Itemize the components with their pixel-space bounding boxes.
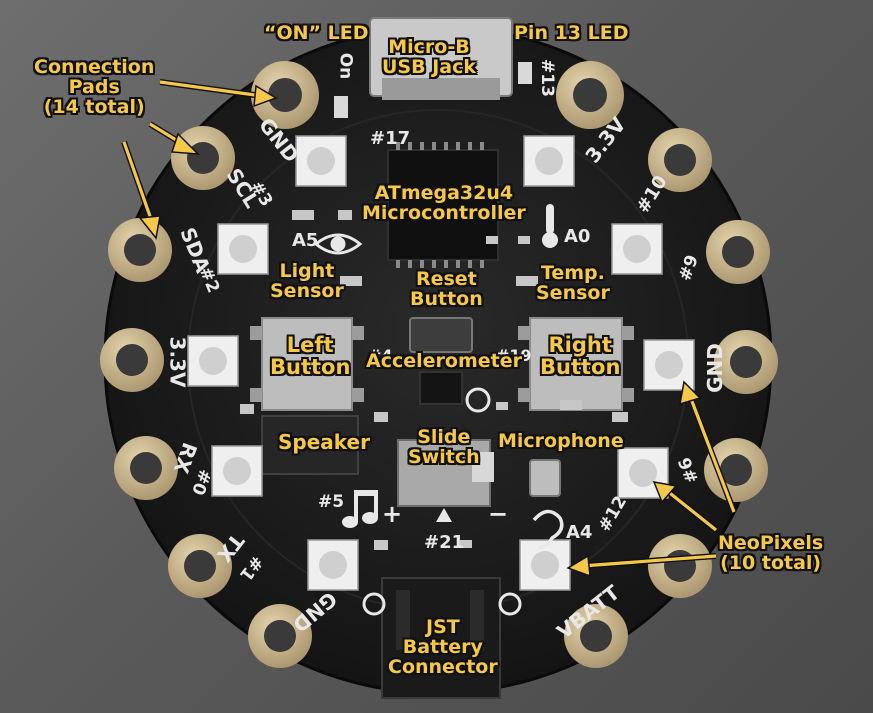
label-pads-line2: Pads: [68, 75, 120, 98]
silk-17: #17: [370, 128, 411, 149]
label-microcontroller: ATmega32u4 Microcontroller: [362, 182, 526, 224]
label-speaker: Speaker: [278, 430, 370, 454]
label-slide-switch: Slide Switch: [408, 426, 480, 468]
label-pads-line1: Connection: [34, 56, 155, 78]
label-slide-line2: Switch: [408, 445, 480, 468]
connection-pads: [100, 61, 778, 668]
slide-switch-part: [397, 439, 494, 507]
label-pads-line3: (14 total): [43, 95, 145, 118]
silk-19: #19: [496, 346, 532, 365]
silk-21: #21: [424, 532, 465, 553]
silk-gnd-right: GND: [702, 343, 727, 393]
label-mcu-line1: ATmega32u4: [374, 182, 514, 204]
neopixel: [519, 539, 571, 591]
music-note-icon: [342, 490, 378, 528]
neopixel: [523, 135, 575, 187]
label-reset-line1: Reset: [415, 268, 477, 290]
silk-3v3-left: 3.3V: [165, 336, 190, 388]
neopixel: [611, 223, 663, 275]
microphone-part: [529, 459, 561, 497]
label-light-line2: Sensor: [270, 279, 344, 302]
pin13-led: [518, 62, 532, 84]
thermometer-icon: [542, 204, 558, 248]
label-left-line1: Left: [286, 333, 334, 357]
silk-4: #4: [368, 346, 393, 365]
label-microphone: Microphone: [498, 430, 624, 452]
silk-pin13: #13: [536, 59, 557, 97]
label-light-line1: Light: [279, 260, 335, 282]
neopixel: [217, 223, 269, 275]
pad: [704, 438, 768, 502]
label-light-sensor: Light Sensor: [270, 260, 344, 302]
neopixel: [211, 445, 263, 497]
speaker-part: [261, 415, 359, 475]
silk-a0: A0: [564, 226, 591, 247]
label-neo-line1: NeoPixels: [718, 532, 824, 554]
label-mcu-line2: Microcontroller: [362, 201, 526, 224]
label-neo-line2: (10 total): [720, 551, 822, 574]
silk-a5: A5: [292, 230, 319, 251]
label-jst-line2: Battery: [402, 635, 483, 658]
label-neopixels: NeoPixels (10 total): [718, 532, 824, 574]
axis-icon: [465, 387, 491, 413]
label-temp-line2: Sensor: [536, 281, 610, 304]
label-right-line2: Button: [540, 355, 621, 380]
silk-plus: +: [382, 500, 403, 528]
pad: [648, 128, 712, 192]
pad: [714, 330, 778, 394]
label-left-button: Left Button: [270, 334, 350, 378]
label-reset-line2: Button: [410, 287, 483, 310]
pad: [556, 61, 624, 129]
silk-on: On: [335, 52, 356, 80]
silk-a4: A4: [566, 522, 593, 543]
label-on-led: “ON” LED: [264, 22, 369, 44]
pad: [100, 328, 164, 392]
pad: [564, 604, 628, 668]
usb-jack: [369, 17, 513, 100]
pad: [706, 220, 770, 284]
label-reset-button: Reset Button: [410, 268, 483, 310]
ear-icon: [532, 509, 564, 550]
reset-button: [409, 317, 473, 353]
label-connection-pads: Connection Pads (14 total): [34, 56, 155, 118]
label-right-line1: Right: [548, 333, 612, 357]
jst-connector-part: [381, 577, 501, 699]
pad: [168, 534, 232, 598]
accelerometer-chip: [419, 371, 463, 405]
label-usb-jack: Micro-B USB Jack: [382, 36, 476, 78]
pad: [108, 218, 172, 282]
right-button-part: [518, 317, 634, 411]
label-jst-connector: JST Battery Connector: [388, 616, 498, 678]
label-slide-line1: Slide: [417, 426, 471, 448]
neopixel: [643, 339, 695, 391]
label-temp-sensor: Temp. Sensor: [536, 262, 610, 304]
pad: [248, 604, 312, 668]
label-right-button: Right Button: [540, 334, 620, 378]
label-accelerometer: Accelerometer: [366, 350, 522, 372]
silk-minus: −: [488, 500, 509, 528]
label-temp-line1: Temp.: [540, 262, 605, 284]
on-led: [334, 96, 348, 118]
neopixels-parts: [187, 135, 695, 591]
callout-arrows: [121, 79, 737, 578]
neopixel: [187, 335, 239, 387]
microcontroller-chip: [387, 142, 499, 268]
label-jst-line3: Connector: [388, 655, 498, 678]
label-usb-line2: USB Jack: [382, 55, 476, 78]
pad: [648, 534, 712, 598]
pad: [251, 61, 319, 129]
neopixel: [307, 539, 359, 591]
eye-icon: [313, 233, 363, 255]
silk-5: #5: [318, 492, 345, 512]
neopixel: [295, 135, 347, 187]
label-jst-line1: JST: [426, 616, 460, 638]
label-left-line2: Button: [270, 355, 351, 380]
label-usb-line1: Micro-B: [388, 36, 470, 58]
pad: [114, 436, 178, 500]
label-pin13-led: Pin 13 LED: [514, 22, 629, 44]
left-button-part: [250, 317, 364, 411]
